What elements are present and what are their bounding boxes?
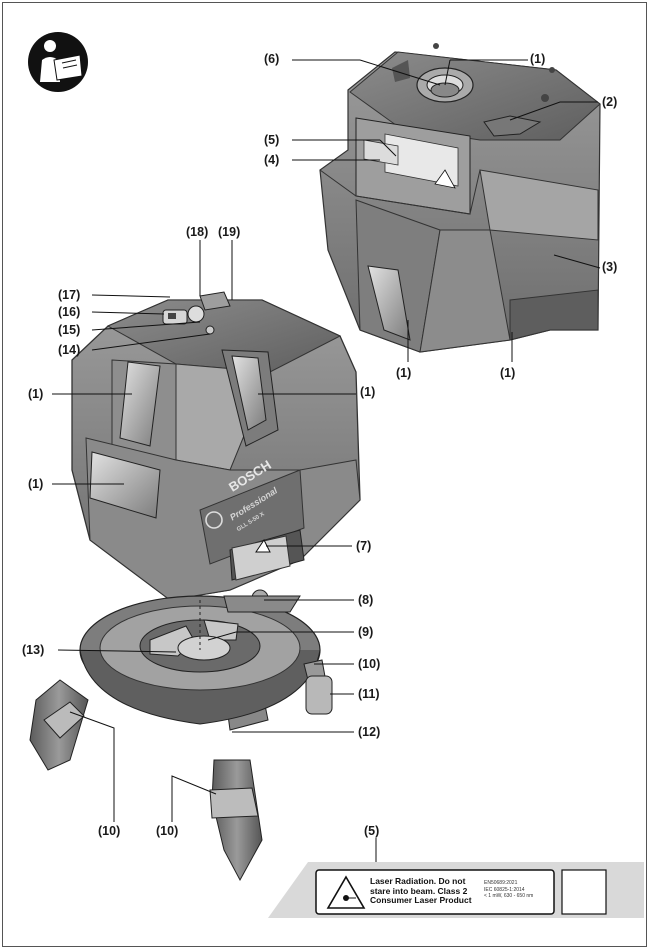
warning-text: Laser Radiation. Do not stare into beam.…: [370, 876, 472, 906]
callout-1-left: (1): [28, 387, 44, 401]
callout-4: (4): [264, 153, 280, 167]
standard-line-2: IEC 60825-1:2014: [484, 886, 525, 893]
callout-1-right: (1): [360, 385, 376, 399]
callout-1-rear-left: (1): [396, 366, 412, 380]
callout-13: (13): [22, 643, 45, 657]
warning-line-3: Consumer Laser Product: [370, 895, 472, 905]
callout-15: (15): [58, 323, 81, 337]
callout-19: (19): [218, 225, 241, 239]
callout-10-right: (10): [358, 657, 381, 671]
standard-line-3: < 1 mW, 630 - 650 nm: [484, 893, 534, 899]
rotating-base: [29, 589, 333, 882]
callout-6: (6): [264, 52, 280, 66]
callout-8: (8): [358, 593, 374, 607]
callout-10-mid: (10): [156, 824, 179, 838]
warning-line-1: Laser Radiation. Do not: [370, 876, 466, 886]
callout-14: (14): [58, 343, 81, 357]
callout-17: (17): [58, 288, 81, 302]
laser-warning-icon: [326, 875, 366, 909]
front-device: [71, 291, 361, 601]
callout-1-top: (1): [530, 52, 546, 66]
callout-1-rear-right: (1): [500, 366, 516, 380]
callout-10-left: (10): [98, 824, 121, 838]
callout-12: (12): [358, 725, 381, 739]
callout-11: (11): [358, 687, 380, 701]
callout-3: (3): [602, 260, 618, 274]
rear-view-device: [319, 43, 601, 353]
callout-1-lower-left: (1): [28, 477, 44, 491]
callout-2: (2): [602, 95, 618, 109]
callout-18: (18): [186, 225, 209, 239]
warning-line-2: stare into beam. Class 2: [370, 885, 468, 896]
standards-text: EN50689:2021 IEC 60825-1:2014 < 1 mW, 63…: [484, 880, 533, 900]
callout-5-bottom: (5): [364, 824, 380, 838]
leader-lines: [52, 59, 601, 876]
callout-5-top: (5): [264, 133, 280, 147]
callout-9: (9): [358, 625, 374, 639]
callout-16: (16): [58, 305, 81, 319]
read-manual-icon: [28, 32, 88, 92]
standard-line-1: EN50689:2021: [484, 880, 518, 886]
callout-7: (7): [356, 539, 372, 553]
